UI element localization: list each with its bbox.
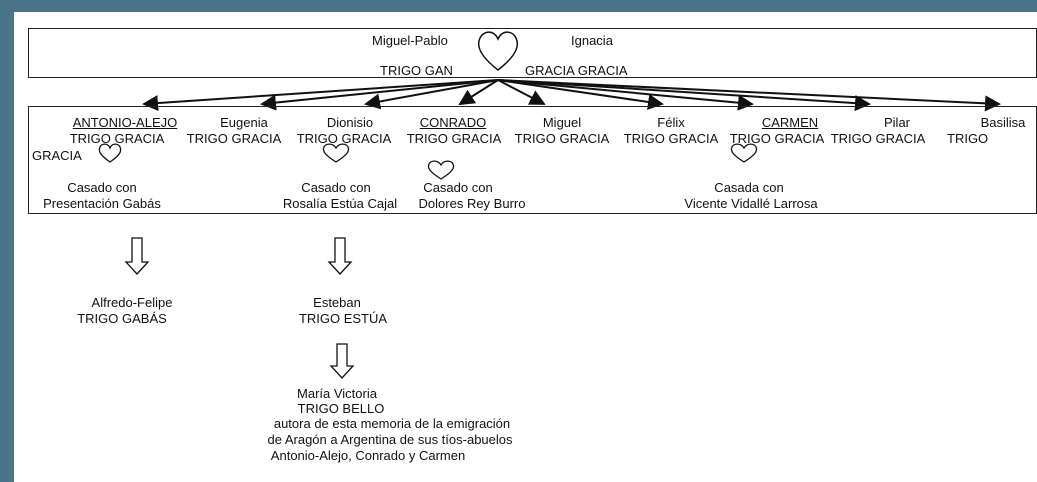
arrow-pilar: [497, 79, 871, 112]
mother-surname: GRACIA GRACIA: [525, 63, 628, 78]
maria-note-line-1: autora de esta memoria de la emigración: [273, 416, 511, 431]
child-surname-antonio: TRIGO GRACIA: [69, 131, 165, 146]
child-name-conrado: CONRADO: [419, 115, 487, 130]
arrow-felix: [497, 79, 664, 110]
down-arrow-icon-alfredo: [124, 237, 150, 275]
child-surname-basilisa-cont: GRACIA: [32, 148, 82, 163]
dionisio-marriage-heart-icon: [322, 143, 350, 163]
arrow-eugenia: [260, 79, 499, 111]
child-surname-carmen: TRIGO GRACIA: [729, 131, 825, 146]
child-surname-dionisio: TRIGO GRACIA: [296, 131, 392, 146]
child-surname-eugenia: TRIGO GRACIA: [186, 131, 282, 146]
carmen-marriage-heart-icon: [730, 143, 758, 163]
child-surname-basilisa: TRIGO: [947, 131, 989, 146]
antonio-spouse: Presentación Gabás: [43, 196, 161, 211]
esteban-surname: TRIGO ESTÚA: [298, 311, 388, 326]
father-surname: TRIGO GAN: [380, 63, 453, 78]
dionisio-spouse: Rosalía Estúa Cajal: [282, 196, 398, 211]
mother-name: Ignacia: [571, 33, 613, 48]
child-surname-pilar: TRIGO GRACIA: [830, 131, 926, 146]
child-name-dionisio: Dionisio: [326, 115, 374, 130]
child-name-eugenia: Eugenia: [220, 115, 268, 130]
down-arrow-icon-maria: [329, 343, 355, 379]
child-name-basilisa: Basilisa: [980, 115, 1026, 130]
carmen-spouse: Vicente Vidallé Larrosa: [684, 196, 818, 211]
esteban-name: Esteban: [313, 295, 361, 310]
connectors-layer: [98, 31, 1001, 379]
arrow-miguel: [497, 79, 546, 105]
descent-arrows: [142, 79, 1001, 112]
arrow-conrado: [458, 79, 499, 106]
down-arrow-icon-esteban: [327, 237, 353, 275]
parents-heart-icon: [477, 31, 519, 71]
father-name: Miguel-Pablo: [372, 33, 448, 48]
alfredo-name: Alfredo-Felipe: [91, 295, 173, 310]
carmen-married-label: Casada con: [714, 180, 784, 195]
child-name-miguel: Miguel: [542, 115, 582, 130]
conrado-married-label: Casado con: [423, 180, 493, 195]
maria-surname: TRIGO BELLO: [297, 401, 385, 416]
antonio-marriage-heart-icon: [98, 143, 122, 163]
alfredo-surname: TRIGO GABÁS: [77, 311, 167, 326]
dionisio-married-label: Casado con: [301, 180, 371, 195]
arrow-antonio: [142, 79, 499, 112]
conrado-spouse: Dolores Rey Burro: [418, 196, 526, 211]
child-surname-conrado: TRIGO GRACIA: [406, 131, 502, 146]
antonio-married-label: Casado con: [67, 180, 137, 195]
child-name-felix: Félix: [657, 115, 685, 130]
child-name-carmen: CARMEN: [761, 115, 819, 130]
conrado-marriage-heart-icon: [427, 160, 455, 180]
maria-name: María Victoria: [297, 386, 377, 401]
child-name-pilar: Pilar: [883, 115, 911, 130]
arrow-basilisa: [497, 79, 1001, 112]
maria-note-line-3: Antonio-Alejo, Conrado y Carmen: [270, 448, 466, 463]
arrow-carmen: [497, 79, 754, 111]
child-name-antonio: ANTONIO-ALEJO: [72, 115, 178, 130]
arrow-dionisio: [364, 79, 499, 110]
child-surname-miguel: TRIGO GRACIA: [514, 131, 610, 146]
child-surname-felix: TRIGO GRACIA: [623, 131, 719, 146]
family-tree-canvas: Miguel-Pablo Ignacia TRIGO GAN GRACIA GR…: [14, 12, 1037, 482]
maria-note-line-2: de Aragón a Argentina de sus tíos-abuelo…: [267, 432, 513, 447]
